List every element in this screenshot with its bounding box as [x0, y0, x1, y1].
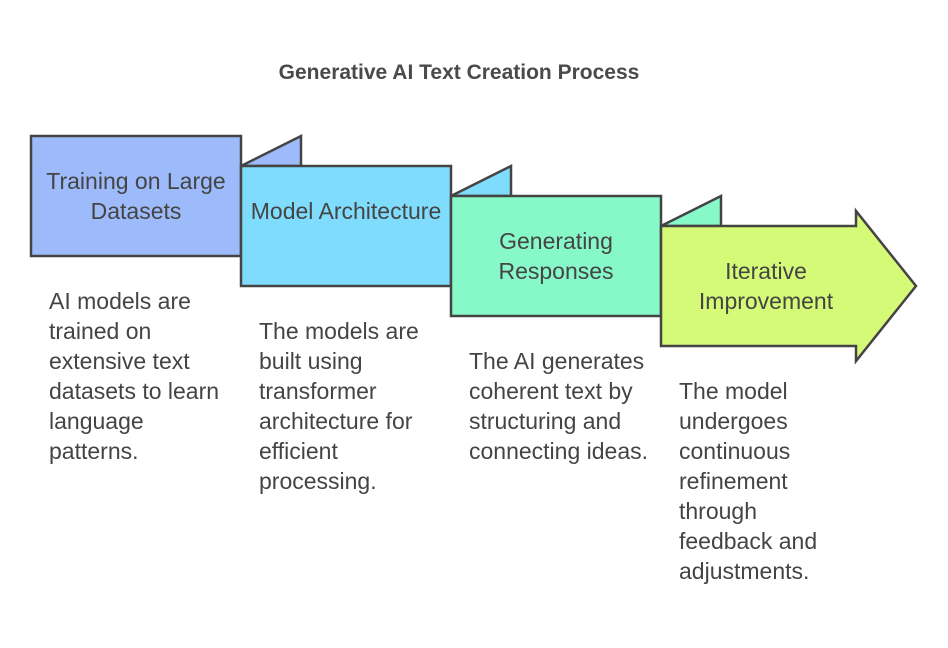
step-4-label: Iterative Improvement	[698, 258, 834, 314]
step-4-description: The model undergoes continuous refinemen…	[679, 378, 818, 584]
step-1-description: AI models are trained on extensive text …	[49, 288, 220, 464]
step-2-label: Model Architecture	[250, 198, 442, 224]
step-3-description: The AI generates coherent text by struct…	[469, 348, 649, 464]
step-4-arrow-shape	[659, 207, 918, 365]
diagram-title: Generative AI Text Creation Process	[278, 61, 640, 84]
step-2-shape	[239, 163, 513, 288]
step-1-label: Training on Large Datasets	[46, 168, 226, 224]
step-3-shape	[449, 193, 723, 318]
step-3-label: Generating Responses	[498, 228, 614, 284]
step-2-description: The models are built using transformer a…	[259, 318, 419, 494]
step-1-shape	[29, 133, 303, 258]
